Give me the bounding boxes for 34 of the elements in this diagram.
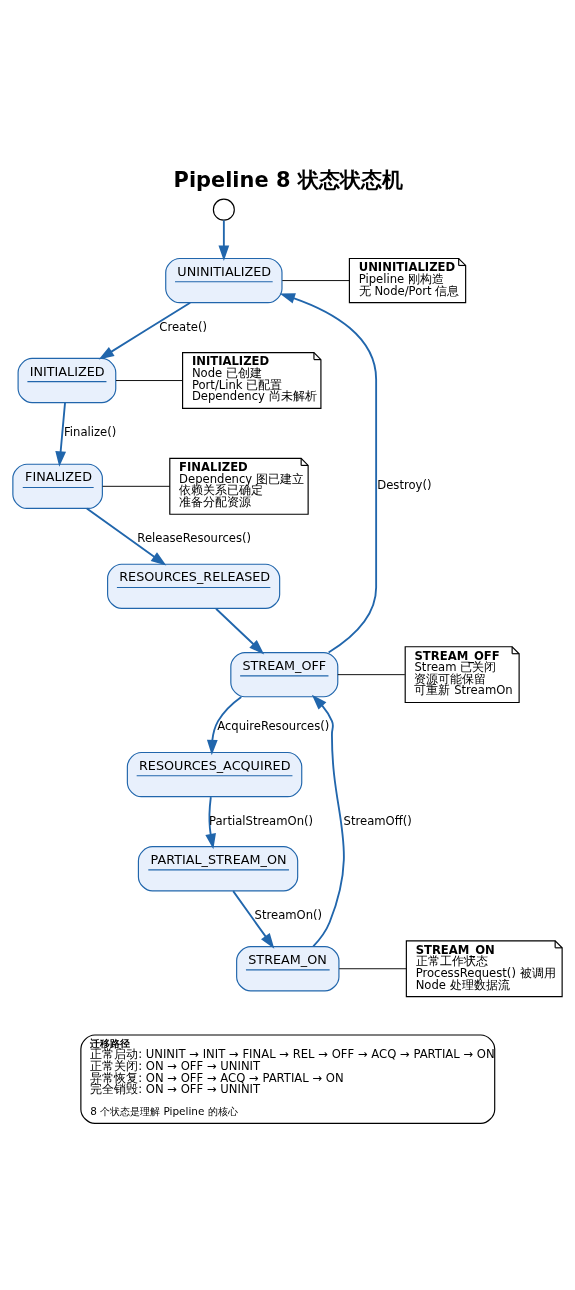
edge-label: AcquireResources(): [217, 719, 330, 734]
node-box: RESOURCES_ACQUIRED: [126, 751, 303, 798]
connector: [337, 674, 406, 676]
arrow: [98, 301, 192, 360]
node-box: STREAM_OFF: [230, 651, 339, 698]
edge-label: Finalize(): [64, 425, 117, 440]
edge-label: ReleaseResources(): [137, 531, 252, 546]
arrow: [85, 507, 167, 566]
arrow: [205, 796, 216, 850]
node-circle: [212, 198, 235, 221]
connector: [115, 380, 183, 381]
node-box: 迁移路径 正常启动: UNINIT → INIT → FINAL → REL → OFF → ACQ → PARTIAL → ON 正常关闭: ON → OFF → UNINIT 异常恢复: ON → OFF → ACQ → PARTIAL → ON 完全销毁: ON → OFF → UNINIT 8 个状态是理解 Pipeline 的核心: [80, 1034, 496, 1124]
arrow: [215, 607, 265, 655]
arrow: [218, 219, 230, 261]
connector: [338, 968, 407, 970]
diagram-title: Pipeline 8 状态状态机: [173, 167, 403, 192]
connector: [281, 280, 350, 282]
node-box: FINALIZED: [12, 463, 103, 509]
arrow: [232, 890, 275, 949]
node-box: RESOURCES_RELEASED: [107, 563, 281, 609]
node-box: INITIALIZED: [17, 357, 117, 404]
connector: [102, 485, 171, 487]
edge-label: PartialStreamOn(): [209, 813, 314, 828]
arrow: [206, 695, 243, 756]
node-box: PARTIAL_STREAM_ON: [137, 846, 299, 892]
edge-label: StreamOff(): [343, 813, 412, 828]
arrow: [279, 293, 378, 654]
arrow: [55, 401, 66, 467]
node-box: STREAM_ON: [236, 946, 340, 992]
arrow: [311, 694, 345, 948]
edge-label: StreamOn(): [254, 907, 323, 922]
node-box: UNINITIALIZED: [165, 257, 283, 304]
edge-label: Create(): [159, 319, 207, 334]
edge-label: Destroy(): [377, 478, 432, 493]
